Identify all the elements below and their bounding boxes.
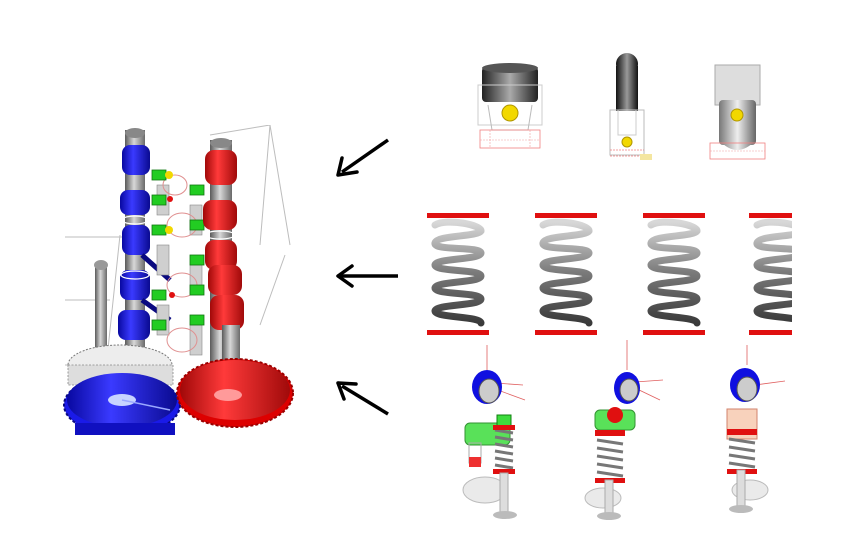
arrow-left-icon [330, 262, 405, 292]
valve-spring-row [427, 213, 792, 338]
arrow-down-left-icon [330, 135, 400, 180]
valvetrain-subassembly-icon [705, 345, 790, 520]
arrow-middle [330, 262, 405, 292]
camshaft-assembly-icon [60, 125, 305, 435]
valvetrain-subassembly-icon [575, 340, 665, 525]
subassembly-2 [575, 340, 665, 525]
hydraulic-lifter-icon [470, 55, 550, 155]
red-camshaft [203, 138, 244, 370]
arrow-up-left-icon [330, 378, 395, 420]
valve-spring-icon [427, 213, 792, 338]
subassembly-1 [455, 345, 535, 525]
hydraulic-lifter-icon [705, 55, 770, 165]
lifter-2 [600, 50, 655, 165]
valvetrain-subassembly-icon [455, 345, 535, 525]
camshaft-assembly [60, 125, 305, 435]
hydraulic-lifter-icon [600, 50, 655, 165]
arrow-bottom [330, 378, 395, 420]
middle-followers [152, 170, 204, 355]
arrow-top [330, 135, 400, 180]
lifter-1 [470, 55, 550, 155]
blue-cam-gear [64, 373, 180, 435]
red-cam-gear [177, 359, 293, 427]
lifter-3 [705, 55, 770, 165]
subassembly-3 [705, 345, 790, 520]
